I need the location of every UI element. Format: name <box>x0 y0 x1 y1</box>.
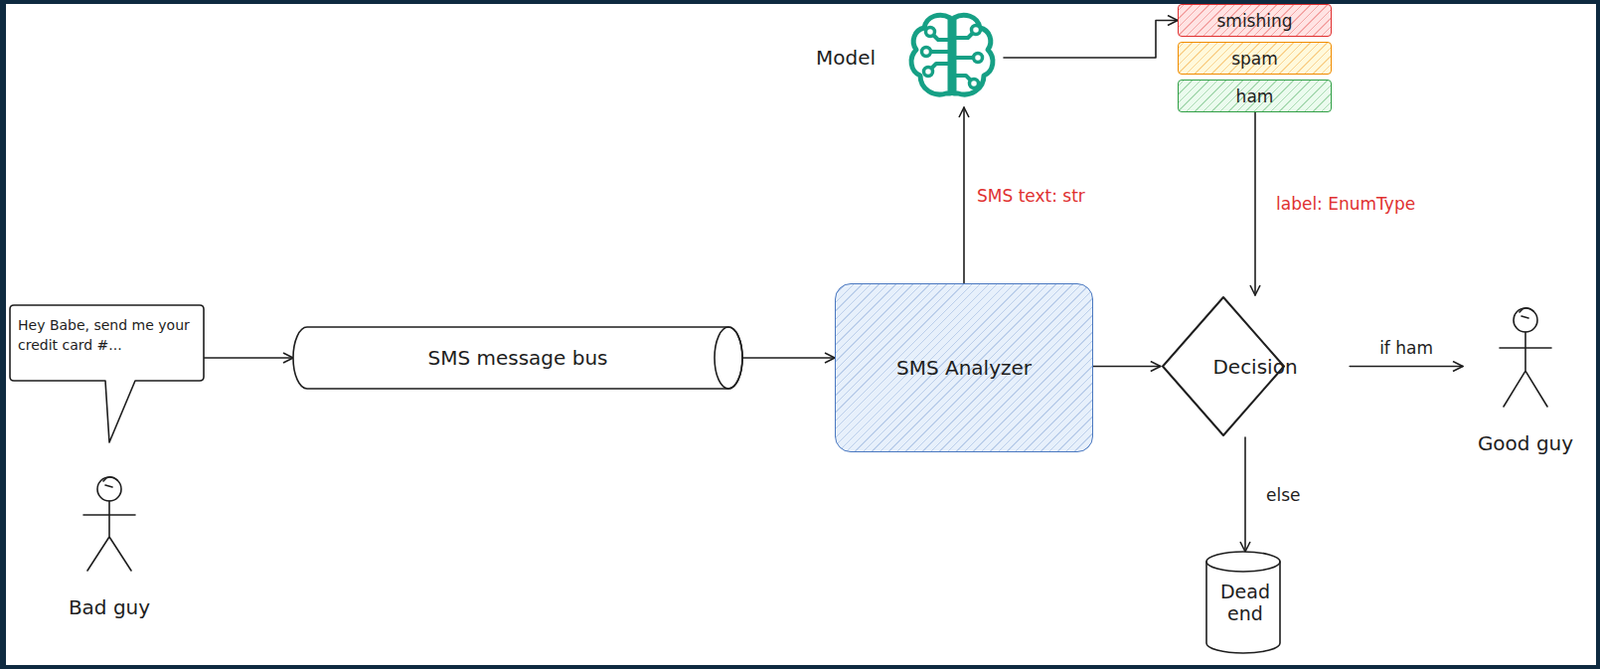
edge-label: label: EnumType <box>1273 192 1419 215</box>
edge-label: else <box>1263 483 1304 506</box>
stick-figure <box>1462 306 1589 411</box>
node-text: Dead end <box>1215 580 1276 625</box>
storage-cylinder: Dead end <box>1205 551 1285 653</box>
decision-diamond: Decision <box>1160 295 1350 438</box>
connector-arrow <box>1093 365 1161 368</box>
node-text: SMS Analyzer <box>896 355 1032 380</box>
node-text: Hey Babe, send me your credit card #... <box>17 315 192 356</box>
connector-arrow <box>962 107 965 284</box>
connector-arrow <box>1244 437 1247 552</box>
node-text: smishing <box>1216 10 1292 31</box>
node-text: ham <box>1236 86 1275 107</box>
node-text: Decision <box>1212 354 1297 379</box>
node-text: SMS message bus <box>427 345 608 370</box>
connector-arrow <box>203 356 294 359</box>
node-text: Bad guy <box>68 595 151 620</box>
edge-label: if ham <box>1376 336 1437 359</box>
label-box: spam <box>1177 41 1332 75</box>
connector-arrow <box>1003 20 1178 59</box>
label-box: smishing <box>1177 3 1332 37</box>
model-node: Model <box>809 7 1004 108</box>
connector-arrow <box>1254 112 1257 296</box>
speech-bubble: Hey Babe, send me your credit card #... <box>9 305 204 381</box>
connector-arrow <box>1349 365 1463 368</box>
node-text: Good guy <box>1477 431 1574 456</box>
actor-figure: Good guy <box>1462 306 1589 456</box>
node-text: spam <box>1231 48 1279 69</box>
connector-arrow <box>742 356 835 359</box>
stick-figure <box>54 475 164 575</box>
drawing-canvas <box>5 3 1597 665</box>
actor-figure: Bad guy <box>54 475 164 620</box>
message-bus-cylinder: SMS message bus <box>293 325 743 390</box>
model-brain-icon <box>904 9 1000 106</box>
node-text: Model <box>815 45 876 70</box>
process-box: SMS Analyzer <box>834 283 1094 453</box>
edge-label: SMS text: str <box>973 184 1089 207</box>
label-box: ham <box>1177 79 1332 113</box>
